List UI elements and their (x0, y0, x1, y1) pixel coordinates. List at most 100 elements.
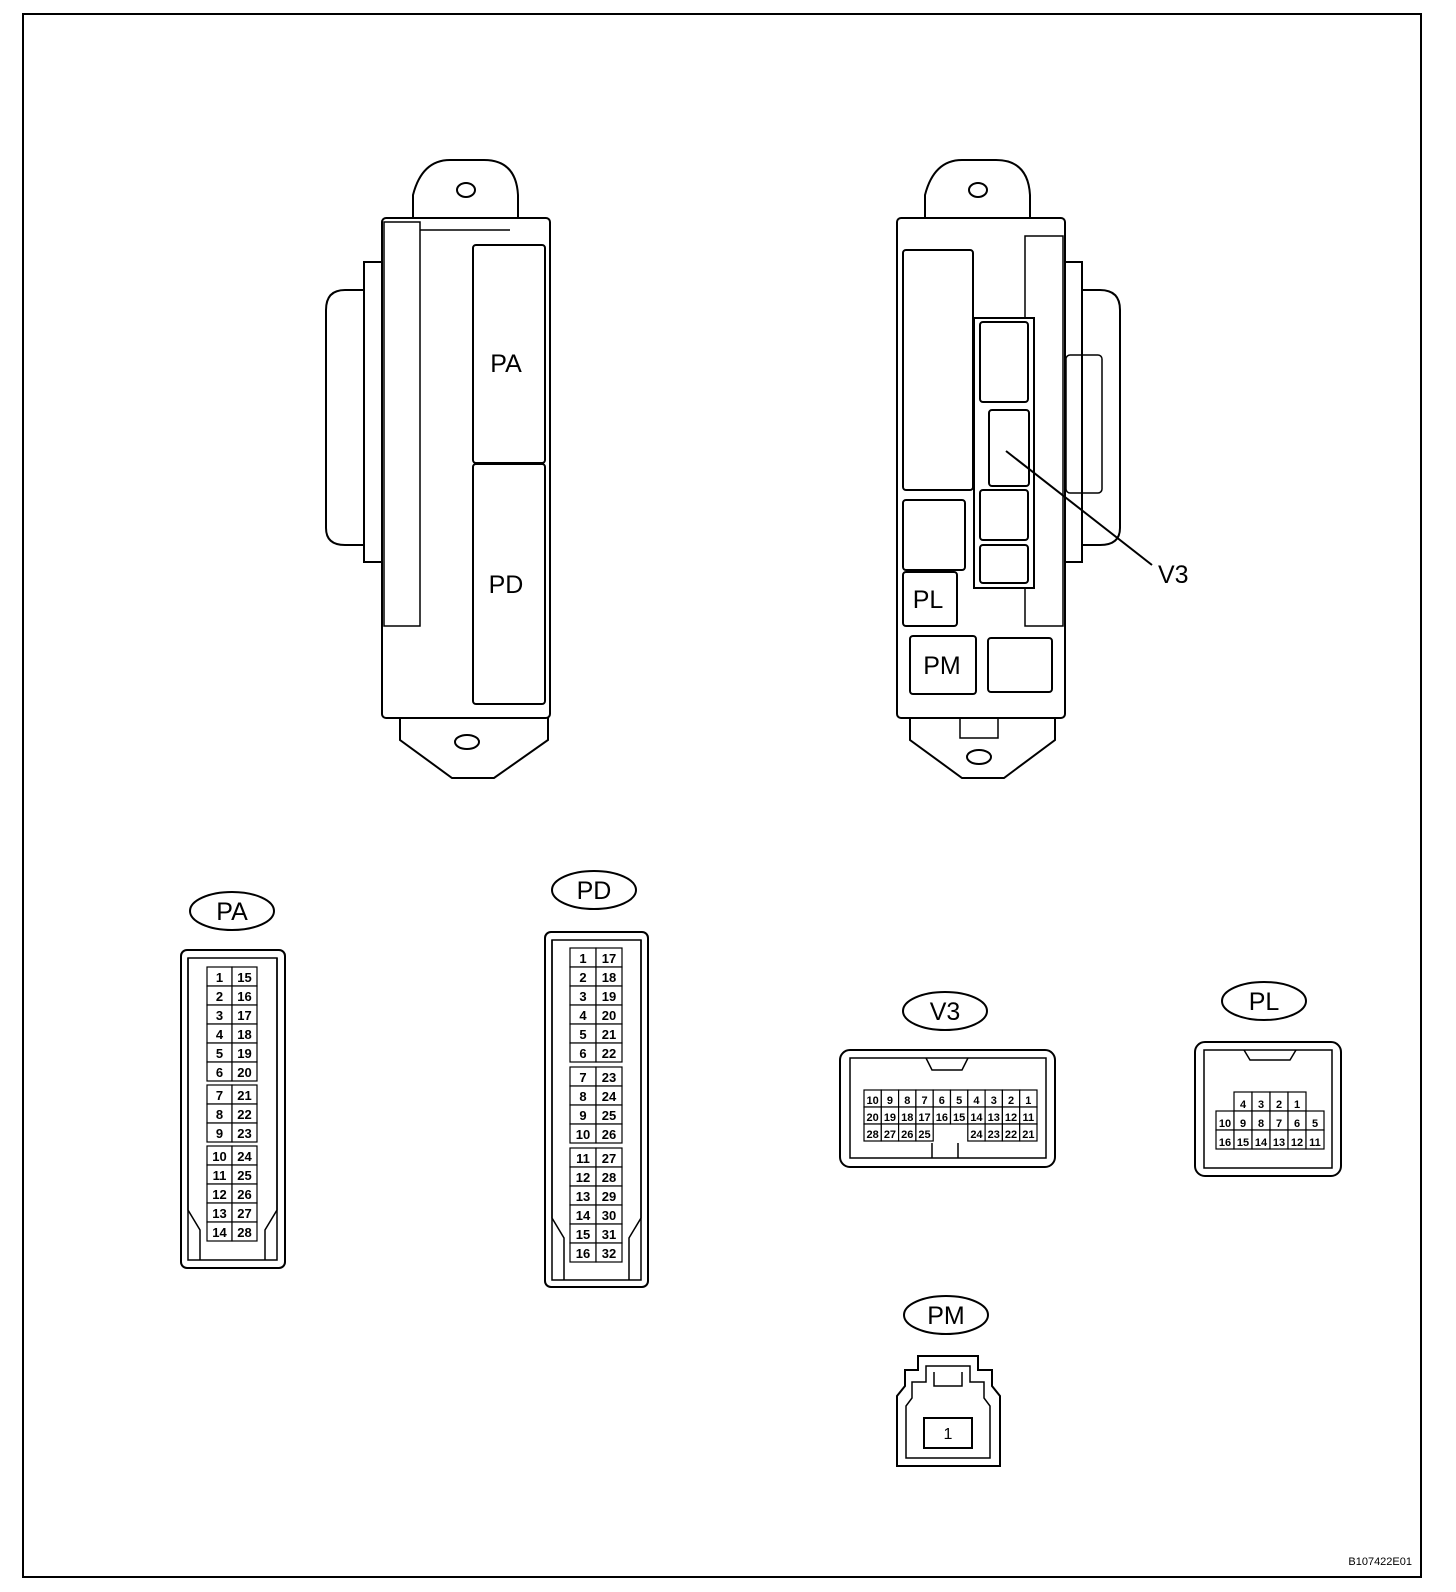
front-label-pa: PA (490, 350, 522, 378)
pa-pin-label: 20 (237, 1065, 251, 1080)
pd-pin-label: 27 (602, 1151, 616, 1166)
v3-pin-label: 19 (884, 1112, 896, 1124)
rear-socket-pl (902, 571, 958, 627)
connector-pl-name: PL (1249, 988, 1280, 1016)
connector-pm: PM 1 (896, 1295, 1001, 1467)
pa-pin-label: 19 (237, 1046, 251, 1061)
pd-pin-label: 32 (602, 1246, 616, 1261)
pd-pin-label: 1 (579, 951, 586, 966)
connector-v3-name: V3 (930, 998, 961, 1026)
v3-pin-label: 5 (956, 1095, 962, 1107)
connector-v3-tag (902, 991, 988, 1031)
v3-pin-label: 1 (1025, 1095, 1031, 1107)
rear-socket-v3 (988, 409, 1030, 487)
v3-pin-label: 22 (1005, 1129, 1017, 1141)
pd-pin-label: 29 (602, 1189, 616, 1204)
v3-pin-cell (915, 1123, 934, 1142)
pa-pin-label: 25 (237, 1168, 251, 1183)
front-socket-pd (472, 463, 546, 705)
pd-pin-label: 19 (602, 989, 616, 1004)
pa-pin-label: 22 (237, 1107, 251, 1122)
connector-pd-name: PD (577, 877, 612, 905)
front-unit-side-rail (383, 221, 421, 627)
v3-pin-label: 16 (936, 1112, 948, 1124)
pl-pin-label: 2 (1276, 1099, 1282, 1111)
v3-pin-label: 28 (867, 1129, 879, 1141)
v3-pin-label: 26 (901, 1129, 913, 1141)
pa-pin-label: 18 (237, 1027, 251, 1042)
pa-pin-label: 27 (237, 1206, 251, 1221)
pa-pin-label: 7 (216, 1088, 223, 1103)
pl-pin-label: 5 (1312, 1118, 1318, 1130)
connector-pm-pin: 1 (944, 1426, 953, 1443)
pd-pin-label: 20 (602, 1008, 616, 1023)
pd-pin-label: 23 (602, 1070, 616, 1085)
pd-pin-label: 2 (579, 970, 586, 985)
connector-pl-tag (1221, 981, 1307, 1021)
pd-pin-label: 21 (602, 1027, 616, 1042)
pd-pin-label: 8 (579, 1089, 586, 1104)
pd-pin-label: 16 (576, 1246, 590, 1261)
pd-pin-label: 25 (602, 1108, 616, 1123)
v3-pin-label: 13 (988, 1112, 1000, 1124)
pl-pin-label: 13 (1273, 1137, 1285, 1149)
v3-pin-label: 18 (901, 1112, 913, 1124)
v3-pin-label: 27 (884, 1129, 896, 1141)
pd-pin-label: 7 (579, 1070, 586, 1085)
v3-pin-label: 21 (1022, 1129, 1034, 1141)
pd-pin-label: 14 (576, 1208, 591, 1223)
pa-pin-cell (231, 1221, 258, 1242)
front-unit-top-hole (456, 182, 476, 198)
v3-pin-label: 4 (973, 1095, 980, 1107)
pd-pin-label: 28 (602, 1170, 616, 1185)
front-label-pd: PD (489, 571, 524, 599)
v3-pin-cell (1019, 1123, 1038, 1142)
connector-pa-tag (189, 891, 275, 931)
pa-pin-label: 16 (237, 989, 251, 1004)
pd-pin-cell (595, 1042, 623, 1063)
pl-pin-label: 1 (1294, 1099, 1300, 1111)
figure-code: B107422E01 (1348, 1556, 1412, 1568)
v3-pin-label: 14 (970, 1112, 983, 1124)
pd-pin-label: 22 (602, 1046, 616, 1061)
figure-frame (22, 13, 1422, 1578)
pl-pin-label: 4 (1240, 1099, 1247, 1111)
pd-pin-cell (595, 1123, 623, 1144)
pd-pin-label: 3 (579, 989, 586, 1004)
connector-pd-tag (551, 870, 637, 910)
rear-label-pl: PL (913, 586, 944, 614)
rear-socket-large (902, 249, 974, 491)
pd-pin-label: 6 (579, 1046, 586, 1061)
v3-pin-label: 23 (988, 1129, 1000, 1141)
pa-pin-label: 2 (216, 989, 223, 1004)
pl-pin-label: 6 (1294, 1118, 1300, 1130)
rear-socket-pm (909, 635, 977, 695)
pd-pin-label: 31 (602, 1227, 616, 1242)
pl-pin-label: 14 (1255, 1137, 1268, 1149)
pa-pin-label: 6 (216, 1065, 223, 1080)
pa-pin-label: 5 (216, 1046, 223, 1061)
v3-leader-line (1005, 450, 1153, 566)
v3-pin-label: 12 (1005, 1112, 1017, 1124)
pl-pin-label: 12 (1291, 1137, 1303, 1149)
pd-pin-label: 12 (576, 1170, 590, 1185)
pa-pin-label: 4 (216, 1027, 224, 1042)
pa-pin-cell (231, 1122, 258, 1143)
pa-pin-label: 12 (212, 1187, 226, 1202)
v3-pin-label: 2 (1008, 1095, 1014, 1107)
connector-pm-housing (896, 1355, 1001, 1467)
pl-pin-cell (1305, 1129, 1325, 1150)
connector-pa-name: PA (216, 898, 248, 926)
pa-pin-label: 28 (237, 1225, 251, 1240)
rear-unit-bottom-ear (909, 714, 1056, 779)
pd-pin-label: 17 (602, 951, 616, 966)
rear-unit-bottom-hole (966, 749, 992, 765)
v3-pin-label: 6 (939, 1095, 945, 1107)
pa-pin-label: 3 (216, 1008, 223, 1023)
pa-pin-label: 10 (212, 1149, 226, 1164)
